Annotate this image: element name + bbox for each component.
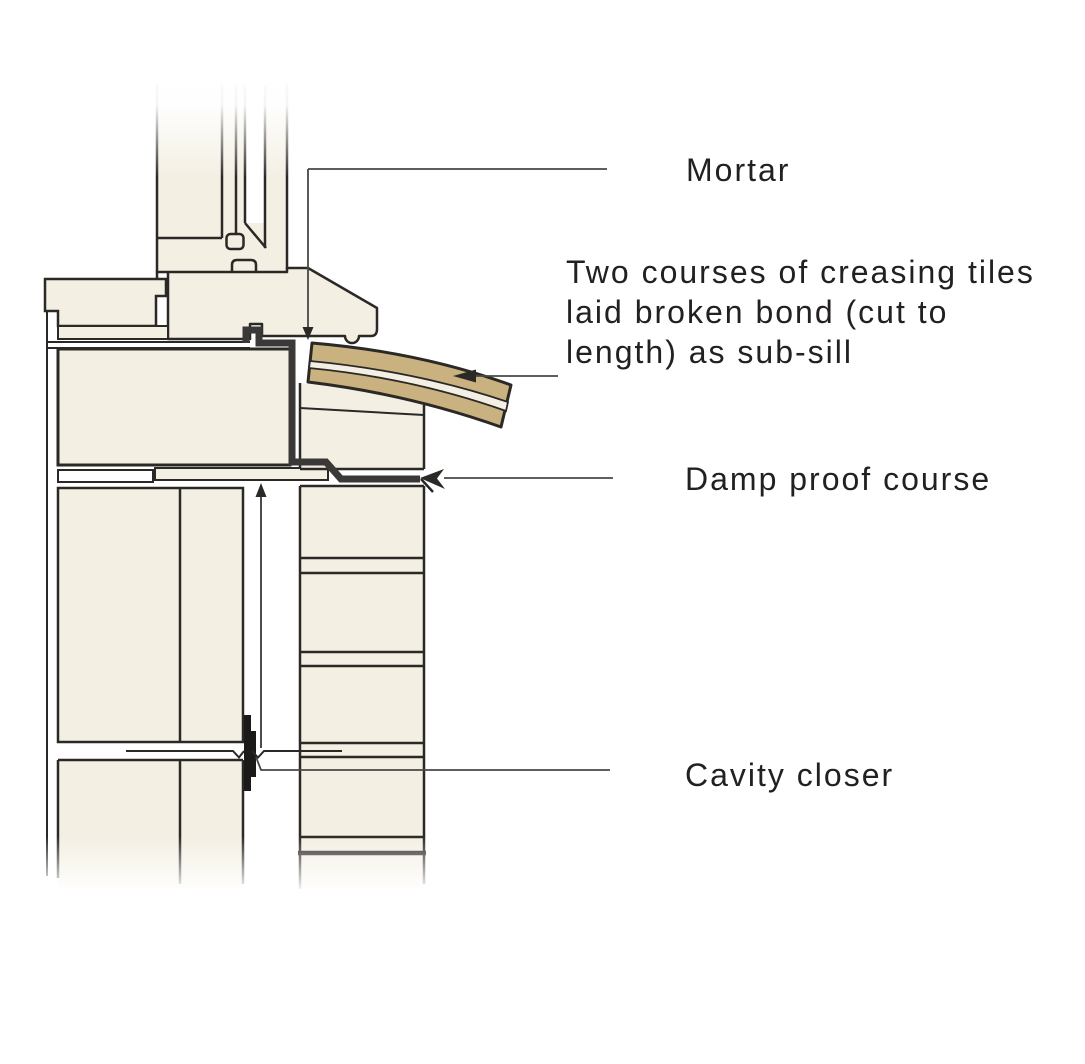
label-damp-proof-course: Damp proof course: [685, 461, 992, 497]
cavity-closer-bar-wide: [247, 731, 256, 777]
label-cavity-closer: Cavity closer: [685, 757, 895, 793]
inner-leaf-upper-block: [56, 347, 292, 467]
leader-lines: [255, 168, 613, 771]
creasing-tiles: [306, 341, 513, 429]
label-mortar: Mortar: [686, 152, 791, 188]
bottom-white-mask: [0, 889, 548, 929]
inner-leaf-block-course: [56, 486, 245, 744]
closer-chevron-left: [126, 750, 245, 760]
window-board: [43, 277, 168, 328]
label-creasing-tiles-line1: Two courses of creasing tiles: [566, 254, 1035, 290]
closer-chevron-right: [251, 750, 342, 759]
brick-course-lines: [298, 484, 426, 889]
tile-course-stripe: [307, 360, 510, 413]
inner-leaf-lower-lines: [56, 758, 245, 884]
dpc-arrow-tail: [420, 478, 434, 493]
outer-leaf-bed-course: [300, 383, 424, 469]
masonry: [46, 311, 426, 889]
packing-piece: [57, 469, 154, 483]
sash-drip-groove: [230, 258, 258, 272]
creasing-tile-band: [306, 341, 513, 429]
cavity-arrowhead-up: [255, 483, 267, 497]
label-creasing-tiles-line3: length) as sub-sill: [566, 334, 853, 370]
bed-joint-line: [299, 407, 425, 416]
dpc-membrane-lines: [46, 341, 250, 349]
top-fade-overlay: [0, 66, 548, 178]
cavity-board: [154, 467, 329, 481]
cavity-closer-leader: [255, 756, 610, 771]
outer-leaf-brickwork: [300, 486, 424, 889]
outer-leaf-bed-edges: [298, 383, 426, 471]
mortar-leader: [307, 168, 607, 328]
mortar-arrowhead-down: [302, 327, 314, 340]
label-creasing-tiles-line2: laid broken bond (cut to: [566, 294, 949, 330]
tiles-arrowhead-left: [453, 369, 476, 383]
cavity-elements: [126, 483, 342, 791]
glazing-gasket: [225, 232, 245, 251]
label-creasing-tiles: Two courses of creasing tiles laid broke…: [566, 252, 1035, 372]
dpc-thick-line: [242, 326, 420, 483]
window-sill: [155, 266, 379, 345]
window-board-trim: [57, 325, 169, 340]
damp-proof-course: [242, 326, 445, 493]
dpc-arrowhead: [420, 469, 445, 489]
bottom-fade-overlay: [0, 836, 548, 894]
